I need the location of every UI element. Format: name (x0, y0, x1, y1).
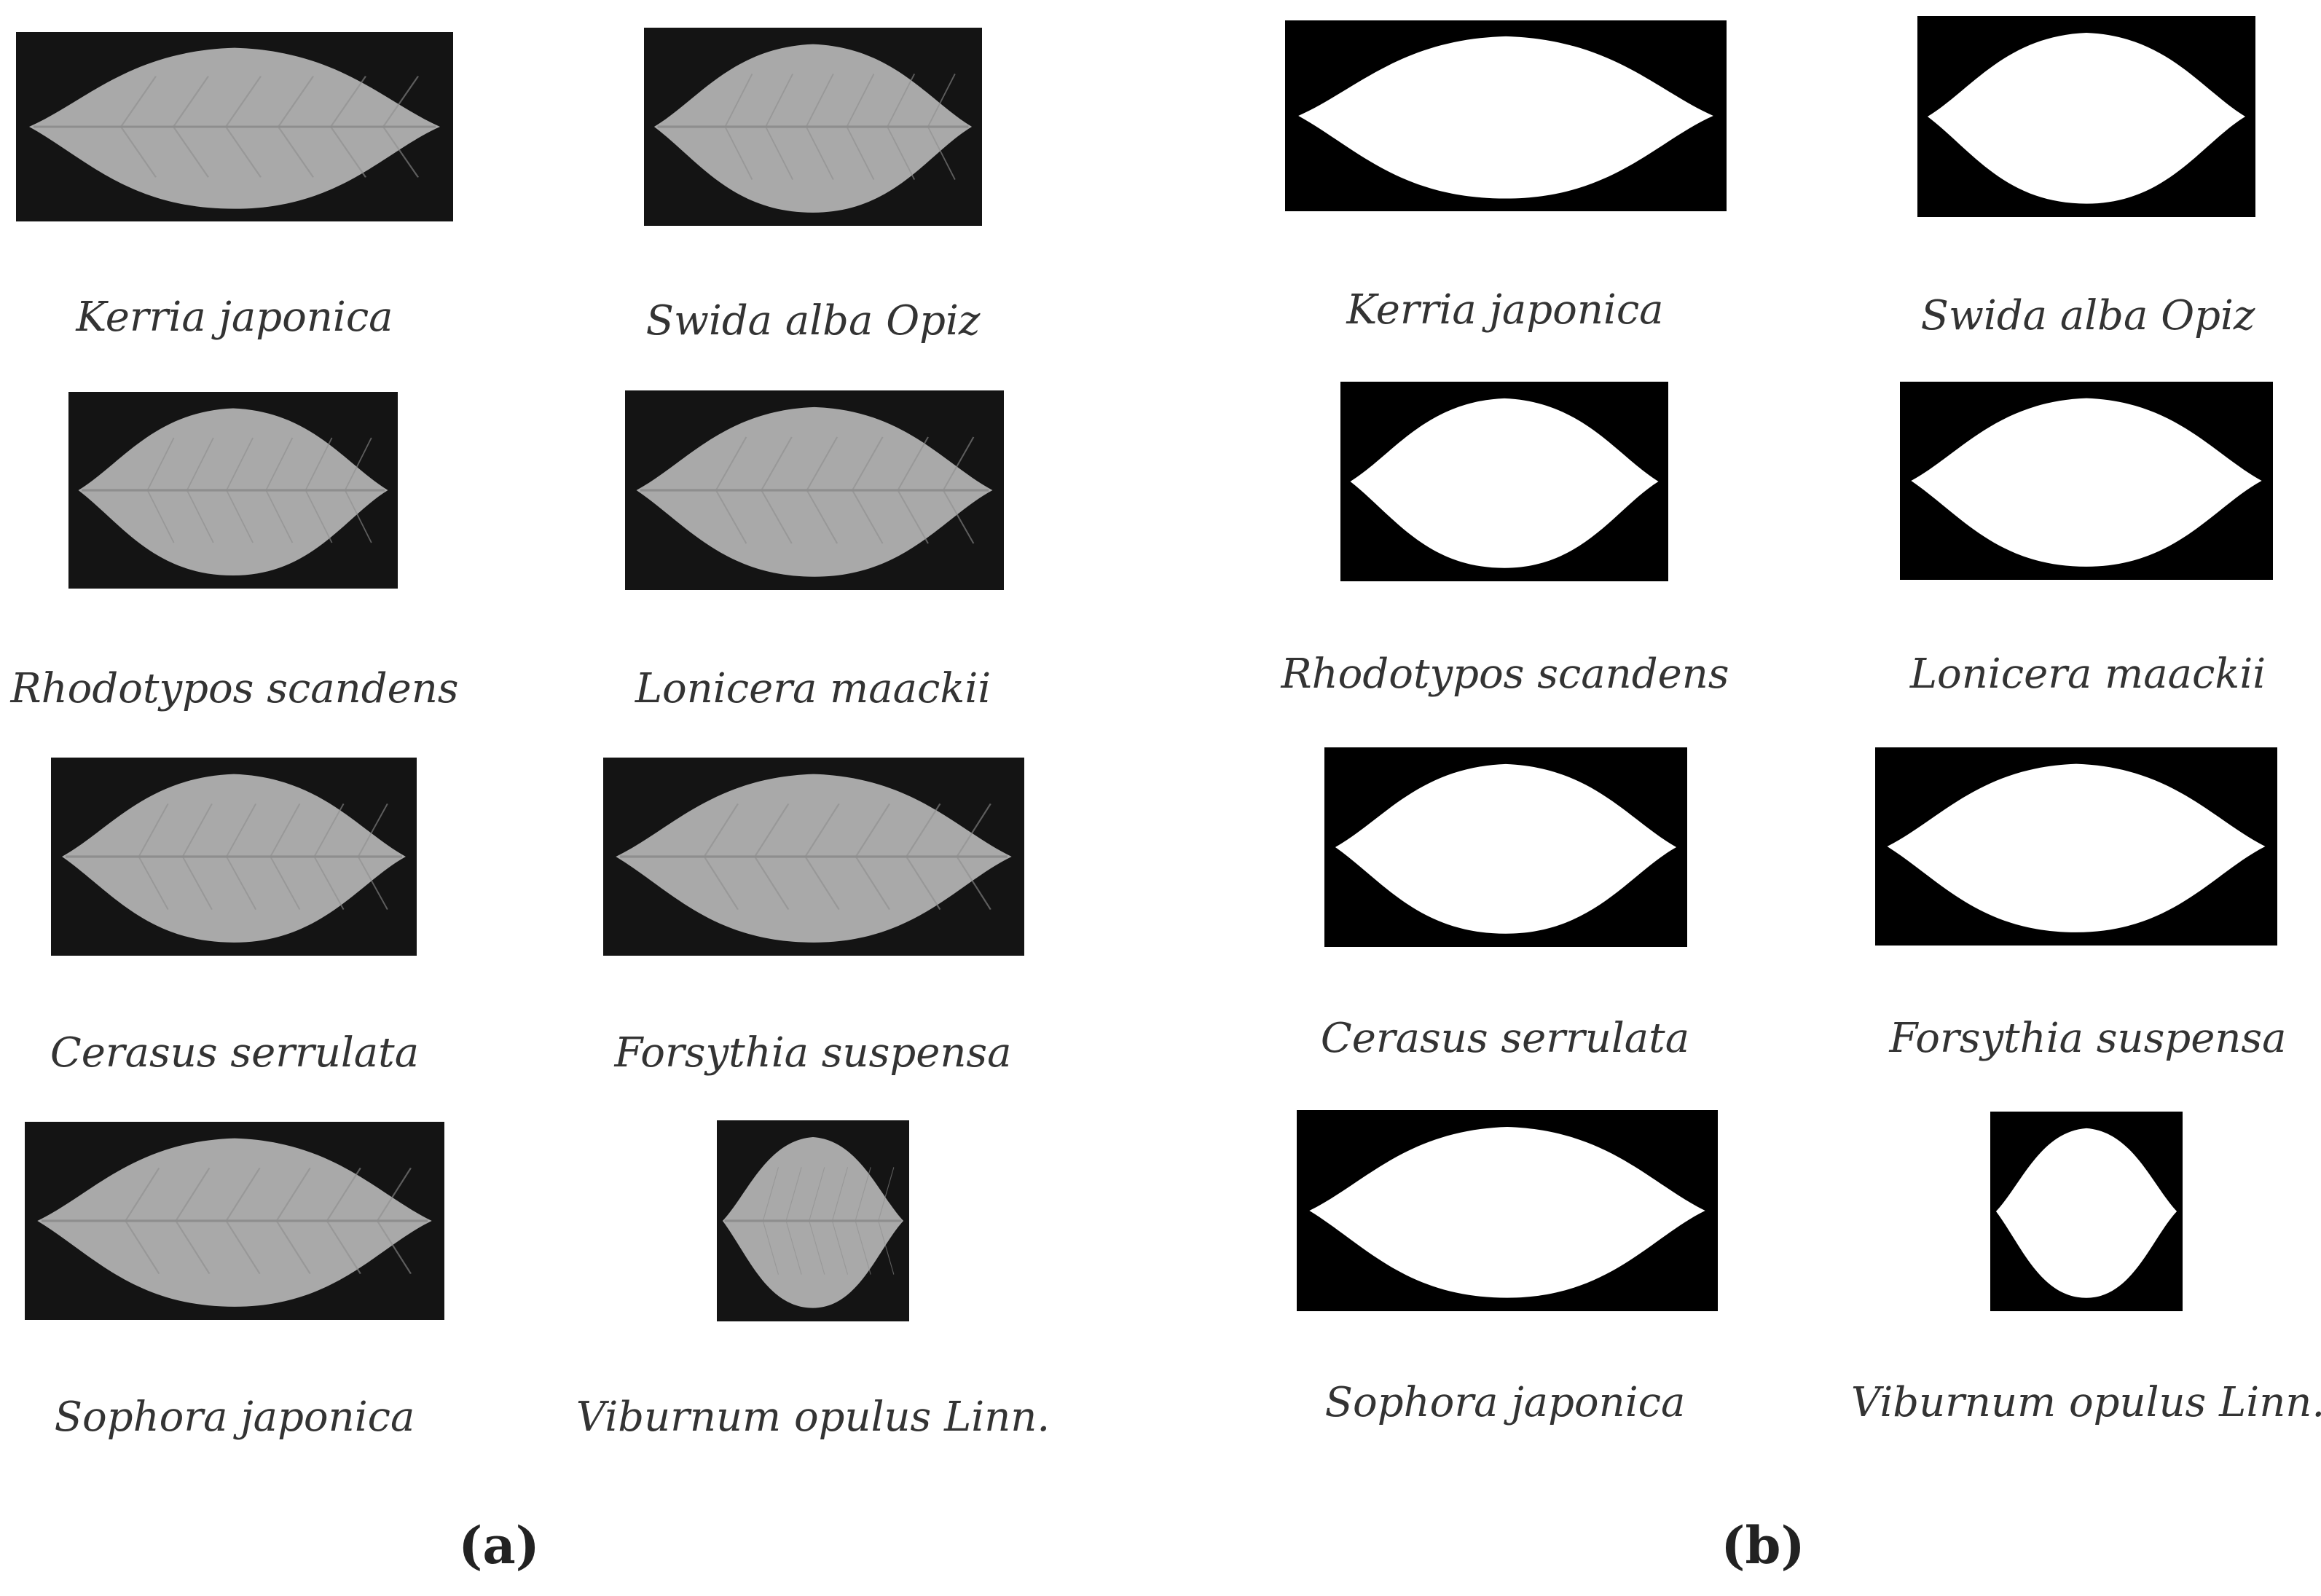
leaf-ovate-silhouette-icon (1350, 398, 1659, 568)
leaf-lobed-icon (722, 1137, 904, 1308)
panel-label-a: (a) (458, 1515, 540, 1576)
leaf-elongated-serrated-icon (29, 47, 440, 209)
leaf-image-b-rhodotypos-scandens (1340, 382, 1668, 581)
species-caption: Forsythia suspensa (1889, 1015, 2287, 1062)
leaf-elliptic-silhouette-icon (1309, 1127, 1705, 1298)
leaf-image-b-kerria-japonica (1285, 20, 1727, 211)
leaf-image-a-sophora-japonica (25, 1122, 444, 1320)
leaf-image-a-viburnum-opulus-linn (717, 1120, 909, 1321)
leaf-image-b-swida-alba-opiz (1917, 16, 2255, 217)
species-caption: Swida alba Opiz (645, 297, 981, 345)
species-caption: Viburnum opulus Linn. (576, 1393, 1050, 1441)
species-caption: Cerasus serrulata (50, 1029, 420, 1077)
species-caption: Viburnum opulus Linn. (1850, 1379, 2321, 1426)
species-caption: Cerasus serrulata (1320, 1015, 1690, 1062)
species-caption: Lonicera maackii (1909, 650, 2266, 698)
leaf-image-a-cerasus-serrulata (51, 758, 417, 956)
species-caption: Swida alba Opiz (1920, 292, 2255, 339)
leaf-elongated-silhouette-icon (1298, 36, 1713, 199)
leaf-ovate-serrated-icon (78, 408, 388, 575)
panel-label-b: (b) (1721, 1515, 1805, 1576)
leaf-ovate-silhouette-icon (1927, 33, 2246, 204)
species-caption: Rhodotypos scandens (1281, 650, 1729, 698)
species-caption: Rhodotypos scandens (10, 665, 459, 712)
leaf-elliptic-silhouette-icon (1335, 763, 1677, 934)
leaf-image-b-cerasus-serrulata (1324, 747, 1687, 947)
leaf-elliptic-icon (62, 774, 406, 943)
species-caption: Sophora japonica (54, 1393, 415, 1441)
leaf-elliptic-silhouette-icon (1887, 763, 2266, 932)
leaf-ovate-icon (653, 44, 973, 213)
leaf-image-a-swida-alba-opiz (644, 28, 982, 226)
leaf-lobed-silhouette-icon (1995, 1128, 2177, 1298)
species-caption: Kerria japonica (1346, 286, 1664, 334)
leaf-image-b-viburnum-opulus-linn (1990, 1112, 2183, 1311)
leaf-elliptic-icon (616, 774, 1012, 943)
leaf-ovate-silhouette-icon (1911, 398, 2262, 567)
leaf-image-b-lonicera-maackii (1900, 382, 2273, 580)
leaf-image-a-forsythia-suspensa (603, 758, 1024, 956)
leaf-elliptic-icon (37, 1138, 432, 1307)
leaf-image-a-kerria-japonica (16, 32, 453, 221)
leaf-image-b-sophora-japonica (1297, 1110, 1718, 1311)
leaf-ovate-icon (636, 406, 993, 577)
leaf-image-a-lonicera-maackii (625, 390, 1004, 590)
species-caption: Forsythia suspensa (614, 1029, 1012, 1077)
species-caption: Sophora japonica (1324, 1379, 1686, 1426)
leaf-image-a-rhodotypos-scandens (68, 392, 398, 589)
leaf-image-b-forsythia-suspensa (1875, 747, 2277, 946)
species-caption: Kerria japonica (76, 294, 393, 341)
species-caption: Lonicera maackii (635, 665, 991, 712)
